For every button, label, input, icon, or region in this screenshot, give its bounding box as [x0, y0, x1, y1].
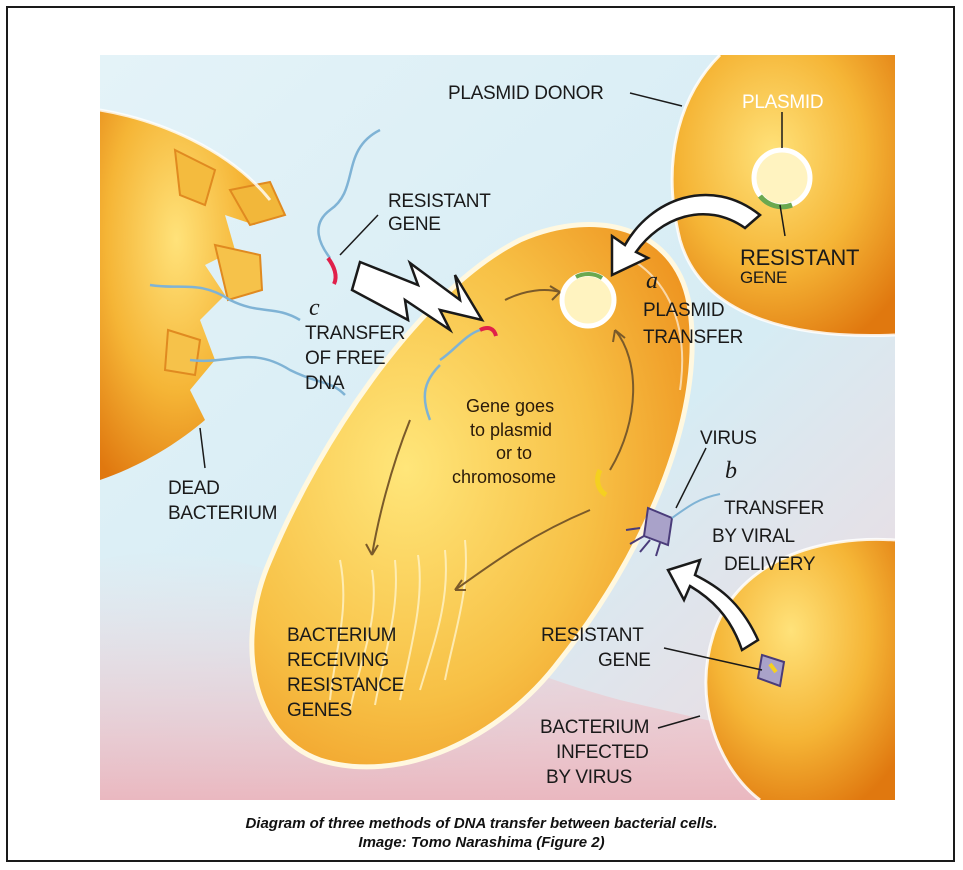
label-gene-goes-2: to plasmid: [470, 420, 552, 440]
label-dead-bacterium-2: BACTERIUM: [168, 503, 277, 524]
label-receiving-2: RECEIVING: [287, 650, 389, 671]
label-virus: VIRUS: [700, 428, 757, 449]
label-method-b-letter: b: [725, 458, 737, 484]
figure-caption: Diagram of three methods of DNA transfer…: [0, 814, 963, 852]
label-method-b-2: BY VIRAL: [712, 526, 795, 547]
label-infected-2: INFECTED: [556, 742, 649, 763]
label-plasmid: PLASMID: [742, 92, 823, 113]
label-method-a-letter: a: [646, 268, 658, 294]
receiving-plasmid-ring: [562, 274, 614, 326]
label-method-b-1: TRANSFER: [724, 498, 824, 519]
label-receiving-3: RESISTANCE: [287, 675, 404, 696]
label-method-c-letter: c: [309, 295, 320, 321]
label-resistant-gene-top-2: GENE: [388, 214, 441, 235]
label-method-b-3: DELIVERY: [724, 554, 816, 575]
dna-transfer-diagram: PLASMID DONOR PLASMID RESISTANT GENE RES…: [0, 0, 963, 810]
label-method-a-2: TRANSFER: [643, 327, 743, 348]
label-resistant-gene-top-1: RESISTANT: [388, 191, 491, 212]
label-receiving-4: GENES: [287, 700, 352, 721]
label-method-c-1: TRANSFER: [305, 323, 405, 344]
label-resistant-gene-bottom-1: RESISTANT: [541, 625, 644, 646]
caption-line-2: Image: Tomo Narashima (Figure 2): [0, 833, 963, 852]
label-infected-3: BY VIRUS: [546, 767, 632, 788]
label-method-c-3: DNA: [305, 373, 345, 394]
label-infected-1: BACTERIUM: [540, 717, 649, 738]
label-resistant-gene-right-2: GENE: [740, 268, 787, 287]
label-receiving-1: BACTERIUM: [287, 625, 396, 646]
label-gene-goes-3: or to: [496, 443, 532, 463]
label-method-c-2: OF FREE: [305, 348, 385, 369]
label-resistant-gene-bottom-2: GENE: [598, 650, 651, 671]
label-gene-goes-1: Gene goes: [466, 396, 554, 416]
label-method-a-1: PLASMID: [643, 300, 724, 321]
label-resistant-gene-right-1: RESISTANT: [740, 245, 859, 270]
label-plasmid-donor: PLASMID DONOR: [448, 83, 604, 104]
caption-line-1: Diagram of three methods of DNA transfer…: [0, 814, 963, 833]
label-dead-bacterium-1: DEAD: [168, 478, 220, 499]
label-gene-goes-4: chromosome: [452, 467, 556, 487]
